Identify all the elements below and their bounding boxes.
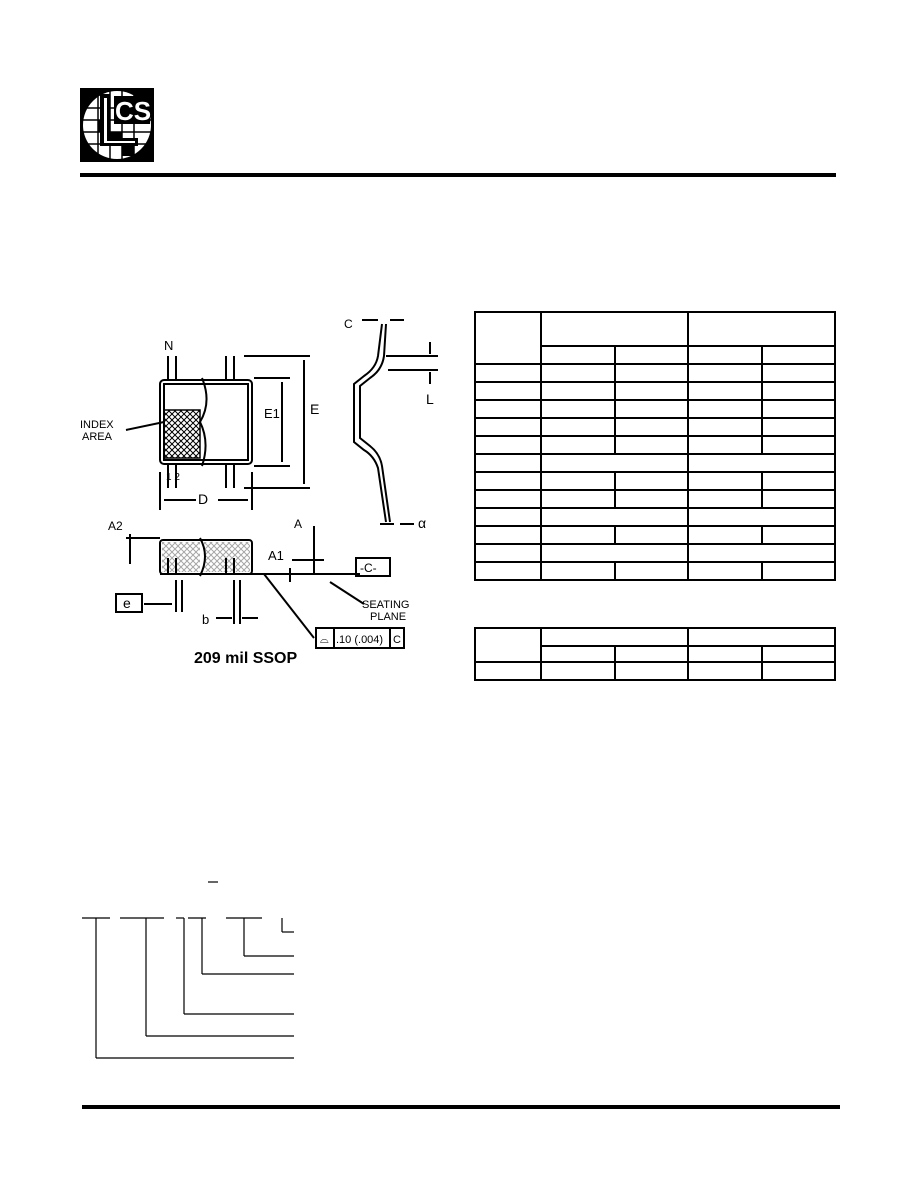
header-max-cell [613,345,689,365]
alpha-label: α [418,515,426,531]
header-rule [80,173,836,177]
index-area-label: INDEX [80,419,114,431]
table-row [474,507,836,527]
table-row [474,399,836,419]
table-row [474,543,836,563]
datum-c-label: -C- [360,561,377,575]
header-mm-cell [687,627,836,647]
table-row [474,561,836,581]
header-min-cell [540,345,616,365]
a1-label: A1 [268,548,284,563]
pin-numbers-label: 1 2 [166,472,180,483]
tolerance-ref-label: C [393,634,401,646]
header-max-cell [760,345,836,365]
table-row [474,453,836,473]
dimension-table [474,311,836,581]
table-row [474,417,836,437]
package-drawing: N INDEX AREA E1 E 1 2 D C L α A2 A A1 -C… [80,317,438,649]
table-row [474,471,836,491]
header-inches-cell [540,627,689,647]
ordering-diagram [82,881,294,1059]
e1-label: E1 [264,406,280,421]
svg-text:CS: CS [115,96,151,126]
d-label: D [198,491,208,507]
table-row [474,489,836,509]
e-label: E [310,401,319,417]
seating-plane-label: SEATING [362,599,409,611]
package-caption: 209 mil SSOP [194,650,298,667]
header-symbol-cell [474,311,542,365]
table-row [474,363,836,383]
variation-table [474,627,836,681]
a2-label: A2 [108,519,123,533]
header-variation-cell [474,627,542,663]
table-row [474,435,836,455]
footer-rule [82,1105,840,1109]
l-label: L [426,391,434,407]
flatness-icon: ⌓ [320,634,329,646]
tolerance-label: .10 (.004) [336,634,383,646]
header-min-cell [687,345,763,365]
table-row [474,381,836,401]
table-row [474,661,836,681]
seating-plane-label-line2: PLANE [370,611,406,623]
company-logo: CS [80,88,154,162]
b-label: b [202,612,209,627]
table-row [474,525,836,545]
header-mm-cell [687,311,836,347]
pitch-e-label: e [123,595,131,611]
pin-n-label: N [164,338,173,353]
a-label: A [294,517,302,531]
index-area-label-line2: AREA [82,431,113,443]
header-inches-cell [540,311,689,347]
c-label: C [344,317,353,331]
